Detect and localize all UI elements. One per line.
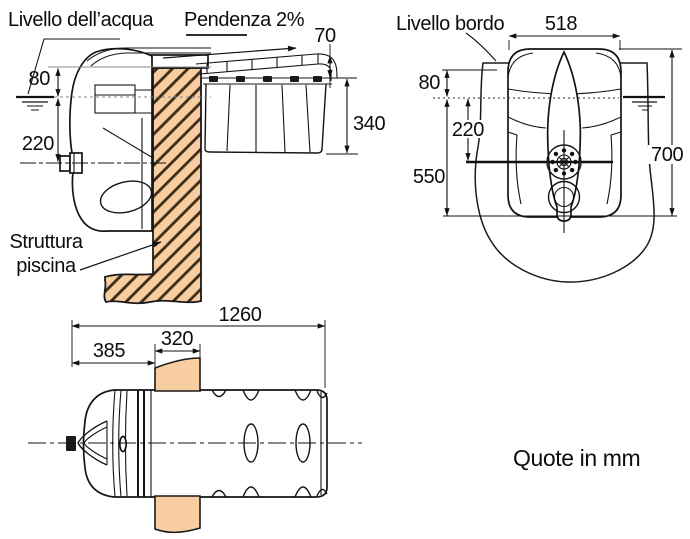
unit-internals (94, 84, 154, 229)
water-level-label: Livello dell’acqua (8, 9, 154, 31)
units-note: Quote in mm (513, 445, 640, 471)
water-level-icon (16, 95, 54, 111)
side-section-view: 80 220 70 340 Livello dell’acqua Pendenz… (8, 9, 386, 305)
dim-edge-to-water-front: 80 (419, 72, 441, 94)
dim-width: 518 (545, 13, 577, 35)
front-dimensions: 518 80 220 550 700 (413, 13, 690, 217)
plan-dimensions: 1260 385 320 (71, 304, 326, 388)
unit-lid-curves (86, 47, 211, 67)
wall-band-bottom (154, 495, 201, 534)
slope-direction-arrow (162, 45, 297, 59)
structure-label-line1: Struttura (9, 231, 83, 253)
side-dimensions: 80 220 70 340 (22, 25, 386, 162)
dim-total-height: 700 (651, 144, 683, 166)
front-view: 518 80 220 550 700 Livello bordo (396, 13, 690, 283)
dim-basket-depth: 340 (353, 113, 385, 135)
dim-wall-thickness: 320 (161, 328, 193, 350)
dim-water-to-flange: 220 (452, 119, 484, 141)
edge-level-leader (465, 32, 497, 62)
dim-water-to-bottom: 550 (413, 166, 445, 188)
edge-level-label: Livello bordo (396, 13, 504, 35)
unit-front-details (466, 50, 622, 233)
rail-clips (209, 76, 322, 82)
return-port (547, 180, 581, 214)
basket-panels (226, 84, 311, 153)
dim-water-to-outlet: 220 (22, 133, 54, 155)
dim-total-length: 1260 (219, 304, 262, 326)
bolted-flange (546, 144, 582, 180)
plan-view: 1260 385 320 (28, 304, 362, 534)
lid-segments (206, 53, 319, 74)
structure-label-line2: piscina (16, 255, 77, 277)
basket-plan-cutouts (211, 389, 328, 498)
skimmer-basket (195, 53, 338, 154)
unit-body-section (69, 47, 153, 233)
dim-nose-to-wall: 385 (93, 340, 125, 362)
water-level-leader (27, 38, 120, 95)
wall-band-top (154, 357, 201, 392)
water-level-icon-front (623, 95, 665, 111)
dim-lid-height: 70 (314, 25, 336, 47)
slope-label: Pendenza 2% (184, 9, 305, 31)
structure-leader (79, 241, 162, 271)
pool-wall-section (103, 67, 202, 305)
